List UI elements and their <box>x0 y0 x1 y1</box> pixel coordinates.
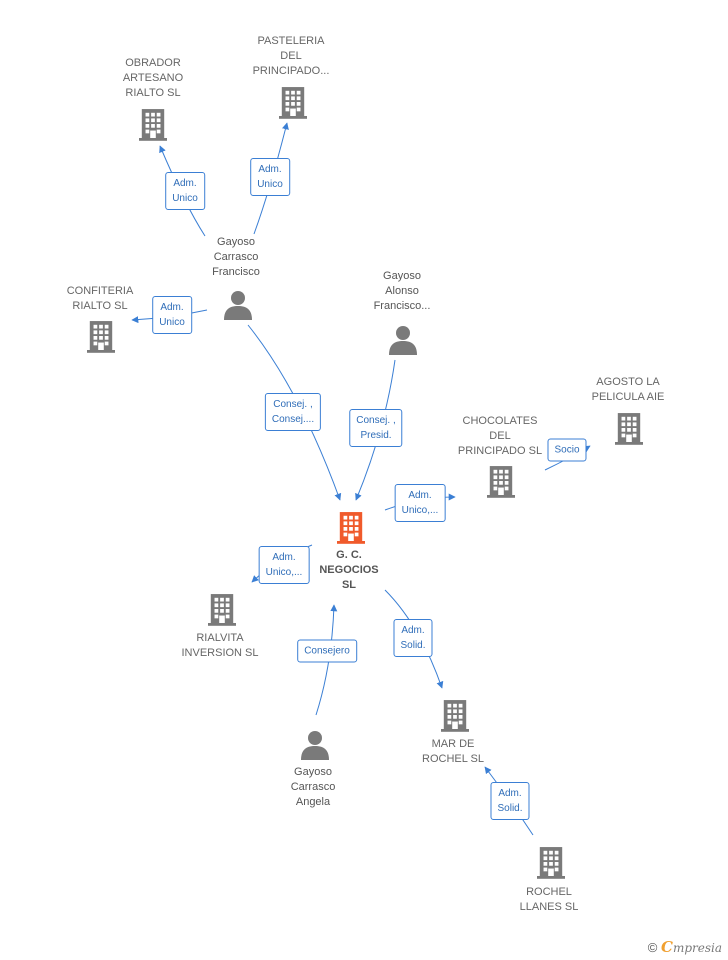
building-icon-rialvita[interactable] <box>208 594 236 626</box>
node-label-agosto[interactable]: AGOSTO LA PELICULA AIE <box>591 376 665 403</box>
node-label-confiteria[interactable]: CONFITERIA RIALTO SL <box>66 285 134 312</box>
node-label-rochel_llanes[interactable]: ROCHEL LLANES SL <box>519 886 579 913</box>
edge-label-gayoso_francisco-to-pasteleria[interactable]: Adm. Unico <box>250 158 290 196</box>
node-label-gc[interactable]: G. C. NEGOCIOS SL <box>319 549 379 591</box>
edge-label-chocolates-to-agosto[interactable]: Socio <box>547 438 587 462</box>
building-icon-agosto[interactable] <box>615 413 643 445</box>
edge-label-rochel_llanes-to-mar_rochel[interactable]: Adm. Solid. <box>490 782 530 820</box>
building-icon-chocolates[interactable] <box>487 466 515 498</box>
node-label-rialvita[interactable]: RIALVITA INVERSION SL <box>181 632 259 659</box>
footer-brand: © Cmpresia <box>648 938 722 956</box>
node-label-gayoso_angela[interactable]: Gayoso Carrasco Angela <box>290 766 336 808</box>
person-icon-gayoso_francisco[interactable] <box>224 291 252 320</box>
edge-label-gayoso_angela-to-gc[interactable]: Consejero <box>297 639 357 663</box>
building-icon-confiteria[interactable] <box>87 321 115 353</box>
edge-label-gayoso_francisco-to-obrador[interactable]: Adm. Unico <box>165 172 205 210</box>
building-icon-mar_rochel[interactable] <box>441 700 469 732</box>
node-label-mar_rochel[interactable]: MAR DE ROCHEL SL <box>422 738 484 765</box>
edge-label-gayoso_francisco-to-confiteria[interactable]: Adm. Unico <box>152 296 192 334</box>
edge-label-gc-to-rialvita[interactable]: Adm. Unico,... <box>258 546 310 584</box>
brand-logo: Cmpresia <box>660 938 722 956</box>
building-icon-obrador[interactable] <box>139 109 167 141</box>
edge-label-gayoso_alonso-to-gc[interactable]: Consej. , Presid. <box>349 409 403 447</box>
node-label-pasteleria[interactable]: PASTELERIA DEL PRINCIPADO... <box>252 35 330 77</box>
building-icon-pasteleria[interactable] <box>279 87 307 119</box>
node-label-gayoso_alonso[interactable]: Gayoso Alonso Francisco... <box>373 270 431 312</box>
node-label-chocolates[interactable]: CHOCOLATES DEL PRINCIPADO SL <box>457 415 543 457</box>
building-icon-rochel_llanes[interactable] <box>537 847 565 879</box>
node-label-obrador[interactable]: OBRADOR ARTESANO RIALTO SL <box>122 57 184 99</box>
node-label-gayoso_francisco[interactable]: Gayoso Carrasco Francisco <box>212 236 260 278</box>
building-icon-gc[interactable] <box>337 512 365 544</box>
edge-label-gc-to-mar_rochel[interactable]: Adm. Solid. <box>393 619 433 657</box>
copyright-symbol: © <box>647 940 658 955</box>
edge-label-gc-to-chocolates[interactable]: Adm. Unico,... <box>394 484 446 522</box>
person-icon-gayoso_alonso[interactable] <box>389 326 417 355</box>
person-icon-gayoso_angela[interactable] <box>301 731 329 760</box>
edge-label-gayoso_francisco-to-gc[interactable]: Consej. , Consej.... <box>264 393 322 431</box>
